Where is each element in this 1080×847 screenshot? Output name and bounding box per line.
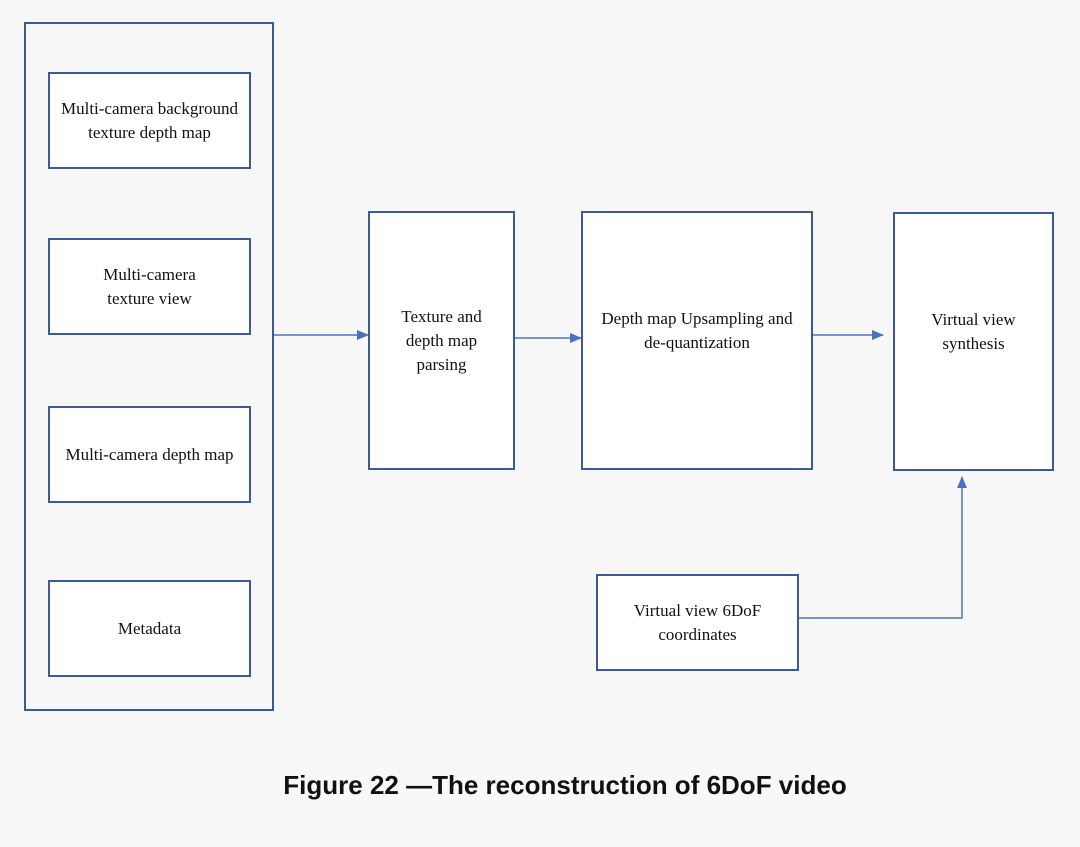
- metadata-box: Metadata: [48, 580, 251, 677]
- synthesis-label: Virtual view synthesis: [931, 309, 1016, 353]
- upsampling-label: Depth map Upsampling and de-quantization: [601, 308, 793, 352]
- synthesis-box: Virtual view synthesis: [893, 212, 1054, 471]
- coordinates-label: Virtual view 6DoF coordinates: [633, 600, 762, 644]
- input-group-container: [24, 22, 274, 711]
- depth-map-label: Multi-camera depth map: [65, 444, 234, 464]
- texture-view-box: Multi-camera texture view: [48, 238, 251, 335]
- metadata-label: Metadata: [117, 618, 182, 638]
- background-texture-depth-map-box: Multi-camera background texture depth ma…: [48, 72, 251, 169]
- texture-view-label: Multi-camera texture view: [103, 264, 196, 308]
- parsing-box: Texture and depth map parsing: [368, 211, 515, 470]
- coordinates-box: Virtual view 6DoF coordinates: [596, 574, 799, 671]
- arrow-coordinates-to-synthesis: [798, 476, 967, 619]
- parsing-label: Texture and depth map parsing: [401, 306, 482, 374]
- background-texture-depth-map-label: Multi-camera background texture depth ma…: [60, 98, 238, 142]
- figure-caption: Figure 22 —The reconstruction of 6DoF vi…: [283, 770, 847, 800]
- upsampling-box: Depth map Upsampling and de-quantization: [581, 211, 813, 470]
- depth-map-box: Multi-camera depth map: [48, 406, 251, 503]
